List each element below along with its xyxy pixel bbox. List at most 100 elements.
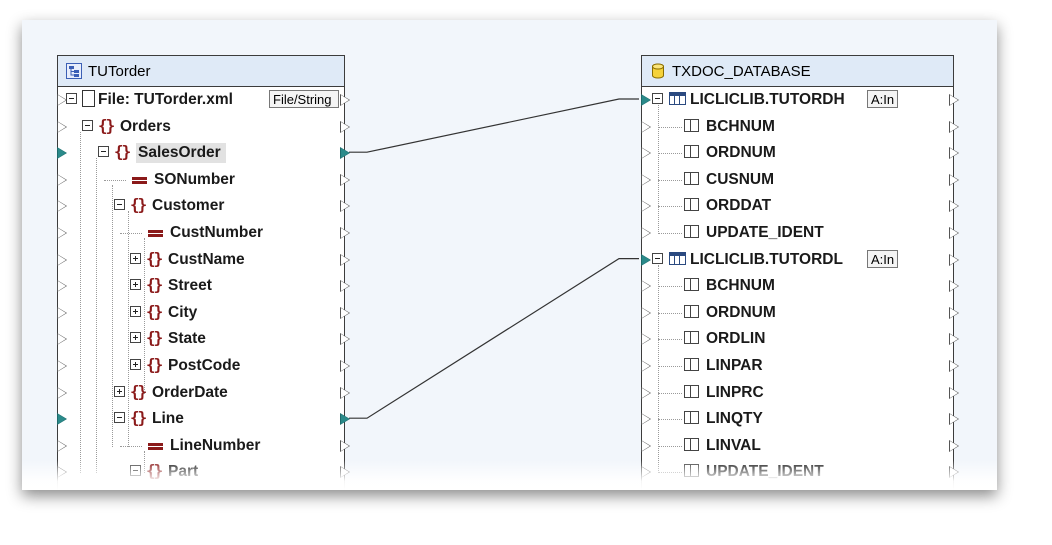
input-connector[interactable]	[641, 280, 651, 293]
input-connector[interactable]	[641, 386, 651, 399]
access-mode-button[interactable]: A:In	[867, 249, 899, 268]
output-connector[interactable]	[340, 333, 350, 346]
input-connector[interactable]	[57, 386, 67, 399]
input-connector[interactable]	[641, 200, 651, 213]
input-connector[interactable]	[57, 439, 67, 452]
tree-row-linprc[interactable]: LINPRC	[641, 380, 959, 407]
tree-row-sonumber[interactable]: SONumber	[57, 167, 350, 194]
tree-row-street[interactable]: {}Street	[57, 273, 350, 300]
tree-row-state[interactable]: {}State	[57, 326, 350, 353]
tree-row-linenumber[interactable]: LineNumber	[57, 433, 350, 460]
access-mode-button[interactable]: A:In	[867, 90, 899, 108]
input-connector[interactable]	[57, 280, 67, 293]
input-connector[interactable]	[57, 306, 67, 319]
input-connector[interactable]	[641, 439, 651, 452]
tree-row-ordnum[interactable]: ORDNUM	[641, 140, 959, 167]
input-connector[interactable]	[57, 360, 67, 372]
output-connector[interactable]	[340, 200, 350, 213]
input-connector[interactable]	[57, 173, 67, 186]
tree-row-bchnum[interactable]: BCHNUM	[641, 273, 959, 300]
tree-row-custnumber[interactable]: CustNumber	[57, 220, 350, 247]
collapse-icon[interactable]	[82, 119, 93, 131]
tree-row-ordnum[interactable]: ORDNUM	[641, 300, 959, 327]
output-connector[interactable]	[949, 439, 959, 452]
tree-row-linqty[interactable]: LINQTY	[641, 406, 959, 433]
output-connector[interactable]	[949, 94, 959, 106]
output-connector[interactable]	[949, 333, 959, 346]
output-connector[interactable]	[340, 253, 350, 266]
expand-icon[interactable]	[130, 332, 141, 344]
collapse-icon[interactable]	[98, 146, 109, 158]
mapping-wire-line-to-licliclib-tutordl[interactable]	[349, 258, 639, 419]
input-connector[interactable]	[641, 333, 651, 346]
tree-row-custname[interactable]: {}CustName	[57, 247, 350, 274]
output-connector[interactable]	[340, 173, 350, 186]
tree-row-orderdate[interactable]: {}OrderDate	[57, 380, 350, 407]
output-connector[interactable]	[949, 173, 959, 186]
output-connector[interactable]	[949, 413, 959, 426]
output-connector[interactable]	[340, 360, 350, 372]
expand-icon[interactable]	[130, 359, 141, 370]
output-connector[interactable]	[949, 280, 959, 293]
mapping-wire-salesorder-to-licliclib-tutordh[interactable]	[349, 98, 639, 153]
output-connector[interactable]	[340, 439, 350, 452]
source-component-title-bar[interactable]: TUTorder	[58, 56, 344, 87]
tree-row-postcode[interactable]: {}PostCode	[57, 353, 350, 380]
output-connector[interactable]	[340, 94, 350, 106]
input-connector[interactable]	[641, 360, 651, 372]
output-connector[interactable]	[949, 120, 959, 133]
tree-row-line[interactable]: {}Line	[57, 406, 350, 433]
tree-row-orddat[interactable]: ORDDAT	[641, 193, 959, 220]
input-connector[interactable]	[641, 94, 651, 106]
input-connector[interactable]	[57, 147, 67, 160]
output-connector[interactable]	[949, 200, 959, 213]
output-connector[interactable]	[340, 413, 350, 426]
expand-icon[interactable]	[130, 305, 141, 317]
collapse-icon[interactable]	[652, 252, 663, 264]
collapse-icon[interactable]	[114, 412, 125, 424]
input-connector[interactable]	[57, 333, 67, 346]
output-connector[interactable]	[340, 147, 350, 160]
output-connector[interactable]	[340, 120, 350, 133]
output-connector[interactable]	[340, 306, 350, 319]
tree-row-customer[interactable]: {}Customer	[57, 193, 350, 220]
output-connector[interactable]	[949, 227, 959, 239]
tree-row-linval[interactable]: LINVAL	[641, 433, 959, 460]
input-connector[interactable]	[641, 120, 651, 133]
output-connector[interactable]	[340, 386, 350, 399]
expand-icon[interactable]	[130, 279, 141, 291]
input-connector[interactable]	[641, 413, 651, 426]
output-connector[interactable]	[949, 147, 959, 160]
input-connector[interactable]	[57, 413, 67, 426]
tree-row-city[interactable]: {}City	[57, 300, 350, 327]
output-connector[interactable]	[949, 306, 959, 319]
tree-row-bchnum[interactable]: BCHNUM	[641, 114, 959, 141]
input-connector[interactable]	[57, 200, 67, 213]
output-connector[interactable]	[949, 360, 959, 372]
input-connector[interactable]	[57, 253, 67, 266]
input-connector[interactable]	[641, 173, 651, 186]
input-connector[interactable]	[641, 306, 651, 319]
file-string-button[interactable]: File/String	[269, 90, 339, 108]
target-component-title-bar[interactable]: TXDOC_DATABASE	[642, 56, 953, 87]
tree-row-ordlin[interactable]: ORDLIN	[641, 326, 959, 353]
tree-row-cusnum[interactable]: CUSNUM	[641, 167, 959, 194]
tree-row-salesorder[interactable]: {}SalesOrder	[57, 140, 350, 167]
input-connector[interactable]	[641, 147, 651, 160]
input-connector[interactable]	[641, 253, 651, 266]
tree-row-orders[interactable]: {}Orders	[57, 114, 350, 141]
expand-icon[interactable]	[130, 252, 141, 264]
tree-row-linpar[interactable]: LINPAR	[641, 353, 959, 380]
input-connector[interactable]	[57, 94, 67, 106]
output-connector[interactable]	[340, 280, 350, 293]
collapse-icon[interactable]	[114, 199, 125, 211]
tree-row-update-ident[interactable]: UPDATE_IDENT	[641, 220, 959, 247]
expand-icon[interactable]	[114, 385, 125, 397]
input-connector[interactable]	[641, 227, 651, 239]
